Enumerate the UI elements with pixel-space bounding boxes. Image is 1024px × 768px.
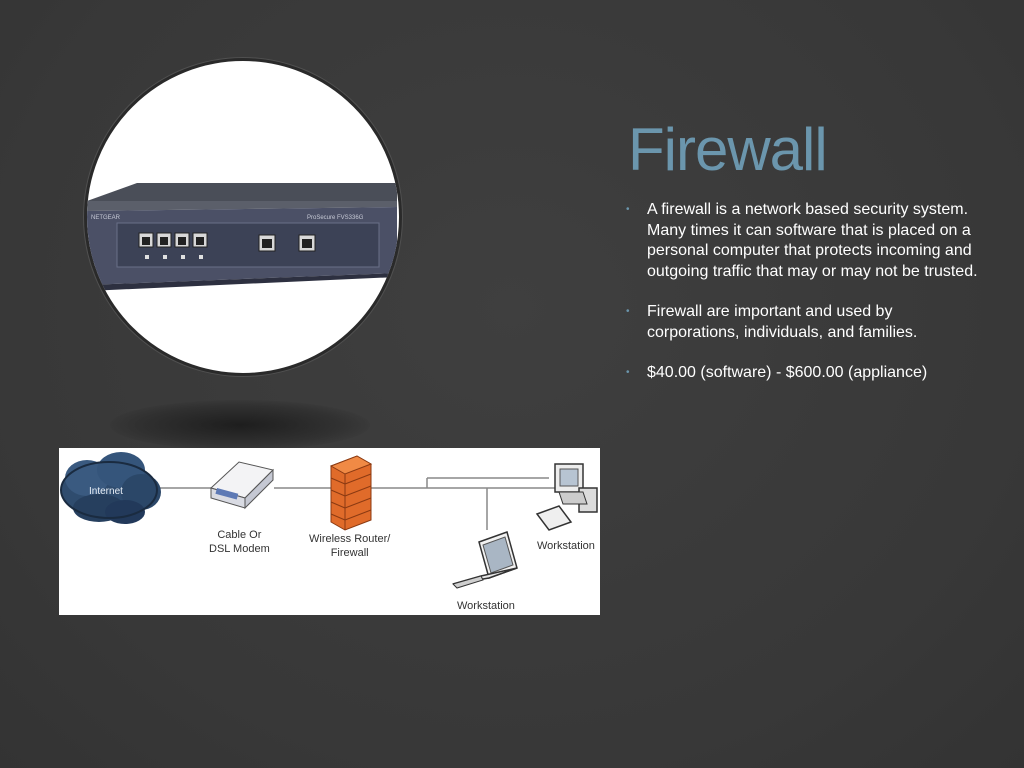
router-label: Wireless Router/ Firewall [309,533,391,559]
firewall-appliance-photo: NETGEAR ProSecure FVS336G [84,58,402,376]
model-text: ProSecure FVS336G [307,215,364,221]
internet-cloud-icon [60,452,161,524]
modem-icon [210,461,274,510]
bullet-dot-icon: • [626,306,630,317]
slide-title: Firewall [628,116,828,183]
modem-label: Cable Or DSL Modem [209,529,270,555]
bullet-text: Firewall are important and used by corpo… [647,303,918,341]
bullet-text: A firewall is a network based security s… [647,201,978,280]
desktop-workstation-label: Workstation [537,540,595,552]
photo-shadow [110,400,370,450]
laptop-workstation-label: Workstation [457,600,515,612]
network-diagram-drawing [60,452,598,589]
bullet-item: • $40.00 (software) - $600.00 (appliance… [620,363,980,384]
internet-label: Internet [89,486,123,497]
bullet-item: • Firewall are important and used by cor… [620,302,980,343]
firewall-appliance-illustration: NETGEAR ProSecure FVS336G [87,183,397,291]
brand-text: NETGEAR [91,215,121,221]
wan-ports [258,234,316,252]
bullet-dot-icon: • [626,204,630,215]
laptop-icon [452,531,518,589]
desktop-icon [535,463,598,531]
bullet-list: • A firewall is a network based security… [620,200,980,404]
lan-ports [138,232,208,259]
bullet-item: • A firewall is a network based security… [620,200,980,282]
firewall-icon [329,455,373,531]
bullet-text: $40.00 (software) - $600.00 (appliance) [647,364,928,381]
network-diagram: Internet Cable Or DSL Modem Wireless Rou… [59,448,600,615]
bullet-dot-icon: • [626,367,630,378]
